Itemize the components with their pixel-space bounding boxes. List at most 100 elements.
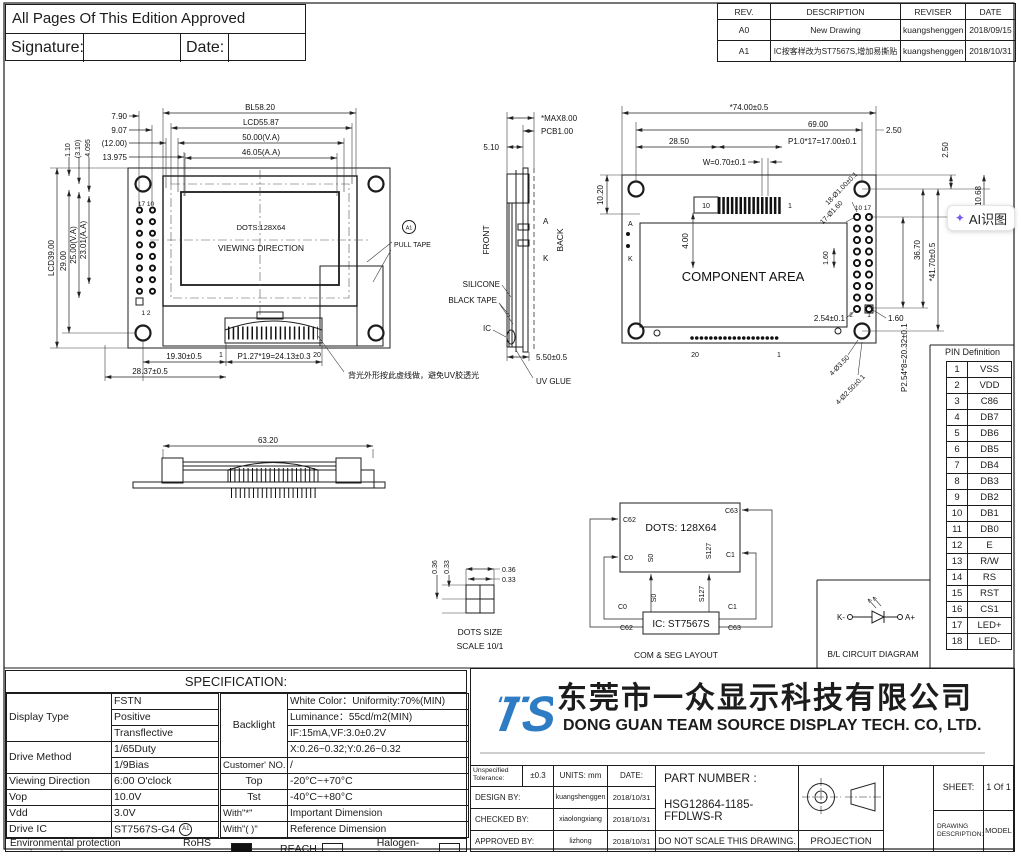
rohs-checkbox[interactable] [231,843,253,852]
comseg-ic: IC: ST7567S [652,619,710,630]
with-reference-label: With"( )" [218,821,288,838]
signature-field[interactable] [84,34,181,62]
pin-name: DB2 [967,489,1012,506]
dim-max8: *MAX8.00 [541,114,578,123]
dim-4095: 4.095 [85,139,92,157]
rev-a1-date: 2018/10/31 [965,40,1016,62]
backlight-3: IF:15mA,VF:3.0±0.2V [287,725,469,742]
com-seg-layout: DOTS: 128X64 C62 C63 C0 C1 S0 S127 IC: S… [589,502,773,660]
tolerance-label: Unspecified Tolerance: [471,765,523,787]
dim-pcb1: PCB1.00 [541,127,574,136]
dim-1930: 19.30±0.5 [166,352,202,361]
pin-name: LED+ [967,617,1012,634]
halogen-checkbox[interactable] [439,843,460,852]
sheet-label: SHEET: [934,765,984,811]
backlight-2: Luminance：55cd/m2(MIN) [287,709,469,726]
approved-date: 2018/10/31 [608,831,656,852]
comseg-c0-out: C0 [618,604,627,611]
ai-sparkle-icon: ✦ [954,211,965,225]
grid-2: 2 [849,312,853,319]
front-view: BL58.20 LCD55.87 50.00(V.A) 46.05(A.A) 7… [47,103,479,381]
dim-2850: 28.50 [669,137,690,146]
rev-header-desc: DESCRIPTION [770,3,901,20]
pin-name: R/W [967,553,1012,570]
display-type-label: Display Type [6,693,112,742]
dot-h1: 0.36 [502,567,516,574]
display-type-2: Positive [111,709,220,726]
projection-cell [799,765,884,831]
top-label: Top [218,773,288,790]
reach-checkbox[interactable] [321,843,343,852]
rev-header-rev: REV. [717,3,771,20]
dim-w070: W=0.70±0.1 [703,158,747,167]
dim-3670: 36.70 [913,239,922,260]
dim-160h: 1.60 [888,314,904,323]
vdd-value: 3.0V [111,805,220,822]
pin-no: 8 [946,473,968,490]
grid-1: 1 [867,312,871,319]
dim-254: 2.54±0.1 [814,314,846,323]
backlight-note: 背光外形按此虚线做，避免UV胶透光 [348,370,479,380]
halogen-label: Halogen-free [376,837,420,852]
rev-a0-desc: New Drawing [770,19,901,41]
env-label: Environmental protection requirements: [10,838,121,852]
rev-a1-reviser: kuangshenggen [900,40,966,62]
units-label: UNITS: mm [554,765,608,787]
comseg-s0-out: S0 [651,594,658,603]
display-type-1: FSTN [111,693,220,710]
projection-label: PROJECTION [799,831,884,852]
checked-by-label: CHECKED BY: [471,809,554,831]
uv-glue-label: UV GLUE [536,377,571,386]
tst-value: -40°C~+80°C [287,789,469,806]
rev-header-reviser: REVISER [900,3,966,20]
vdd-label: Vdd [6,805,112,822]
rev-bubble-a1: A1 [406,226,413,232]
design-by-name: kuangshenggen [554,787,608,809]
pin-no: 18 [946,633,968,650]
dots-label: DOTS:128X64 [237,223,286,232]
dim-400: 4.00 [681,233,690,249]
dim-1020: 10.20 [596,184,605,205]
comseg-c62-out: C62 [620,625,633,632]
dim-69: 69.00 [808,120,829,129]
pin-no: 17 [946,617,968,634]
pin-no: 1 [946,361,968,378]
drive-method-label: Drive Method [6,741,112,774]
date-field[interactable] [229,34,305,62]
dim-4170: *41.70±0.5 [928,242,937,281]
pin-no: 15 [946,585,968,602]
design-date: 2018/10/31 [608,787,656,809]
environmental-row: Environmental protection requirements: R… [6,837,466,852]
viewing-direction-value: 6:00 O'clock [111,773,220,790]
dot-v1: 0.36 [432,560,439,574]
dim-p254: P2.54*8=20.32±0.1 [900,323,909,392]
comseg-s0-in: S0 [648,554,655,563]
spare-cell [884,765,934,852]
bv-cathode: K [628,256,633,263]
ai-recognize-badge[interactable]: ✦ AI识图 [947,205,1015,231]
comseg-dots: DOTS: 128X64 [645,522,716,534]
conn-1: 1 [788,203,792,210]
backlight-label: Backlight [218,693,288,758]
bl-a: A+ [905,613,915,622]
tolerance-value: ±0.3 [523,765,554,787]
bl-k: K- [837,613,845,622]
grid-label-10-17: 10 17 [855,205,872,212]
dots-size: 0.36 0.33 0.36 0.33 DOTS SIZE SCALE 10/1 [432,560,516,651]
dim-bl58: BL58.20 [245,103,275,112]
approval-title: All Pages Of This Edition Approved [6,5,305,34]
revision-row: A1 IC按客样改为ST7567S,增加易撕贴 kuangshenggen 20… [717,40,1016,62]
pin-no: 2 [946,377,968,394]
pin-name: DB4 [967,457,1012,474]
ic-label: IC [483,324,491,333]
